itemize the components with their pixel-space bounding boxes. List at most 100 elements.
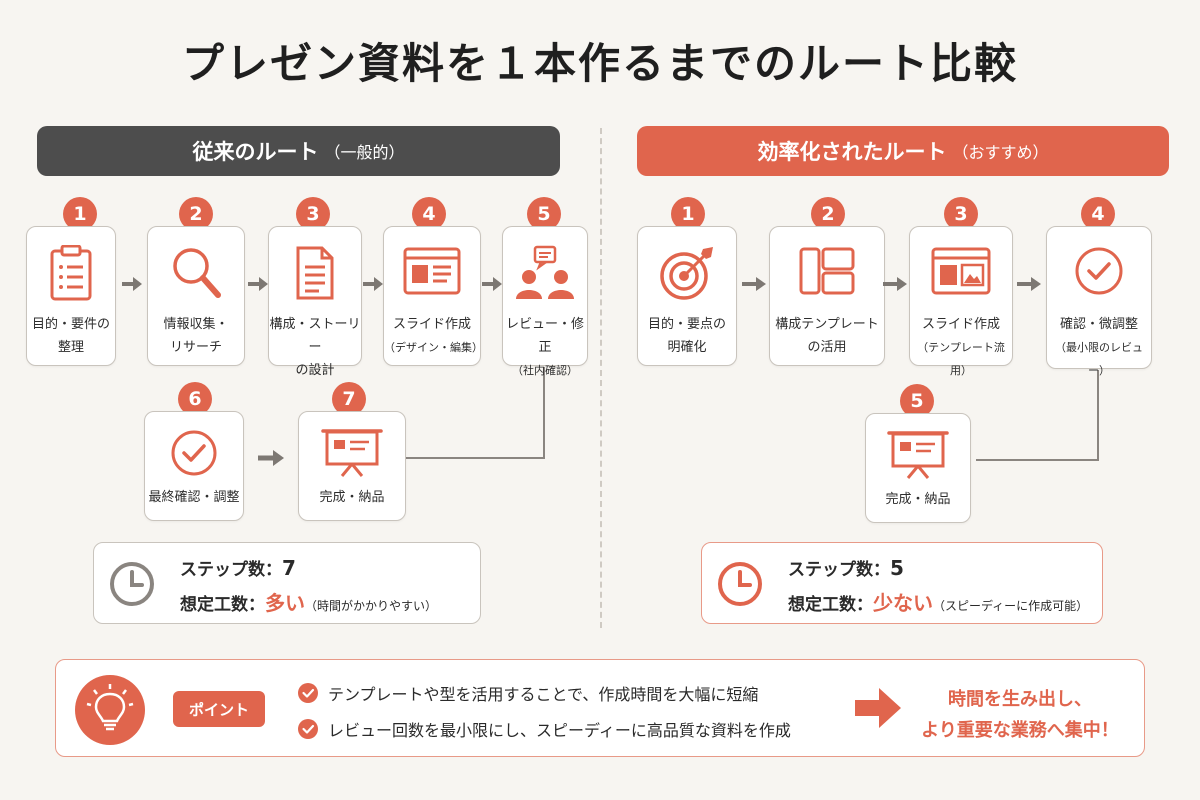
left-step-1-label2: 整理 [57, 340, 84, 355]
left-step-3-card: 構成・ストーリー の設計 [268, 226, 362, 378]
right-step-2-label2: の活用 [807, 340, 847, 355]
left-step-6-badge: 6 [178, 382, 212, 416]
left-step-2-badge: 2 [179, 197, 213, 231]
clipboard-icon [50, 245, 92, 301]
right-step-3-card: スライド作成 （テンプレート流用） [909, 226, 1013, 377]
right-step-5-badge: 5 [900, 384, 934, 418]
arrow-right-icon [883, 277, 907, 291]
right-step-2-label: 構成テンプレート [775, 317, 879, 332]
big-arrow-right-icon [855, 688, 901, 728]
left-route-header: 従来のルート （一般的） [37, 126, 560, 176]
right-summary-steps-label: ステップ数： [788, 560, 890, 580]
left-step-4-label2: （デザイン・編集） [384, 341, 483, 354]
document-icon [296, 246, 334, 300]
lightbulb-icon [75, 675, 145, 745]
right-summary-effort-label: 想定工数： [788, 595, 873, 615]
slide-image-icon [931, 247, 991, 295]
left-summary-box: ステップ数：7 想定工数：多い（時間がかかりやすい） [93, 542, 481, 624]
page-title: プレゼン資料を１本作るまでのルート比較 [181, 39, 1018, 88]
left-step-3-label2: の設計 [295, 363, 335, 378]
right-step-4-card: 確認・微調整 （最小限のレビュー） [1046, 226, 1152, 377]
right-step-1-label2: 明確化 [667, 340, 707, 355]
point-bullet-2-text: レビュー回数を最小限にし、スピーディーに高品質な資料を作成 [328, 721, 791, 740]
check-icon [298, 719, 318, 739]
right-summary-effort-note: （スピーディーに作成可能） [933, 599, 1089, 613]
right-route-header: 効率化されたルート （おすすめ） [637, 126, 1169, 176]
left-summary-steps-label: ステップ数： [180, 560, 282, 580]
arrow-right-icon [482, 277, 502, 291]
conclusion-line-2: より重要な業務へ集中！ [921, 720, 1119, 741]
right-route-header-title: 効率化されたルート [757, 140, 947, 164]
left-step-7-label: 完成・納品 [319, 490, 385, 505]
right-step-1-label: 目的・要点の [647, 317, 726, 332]
right-step-1-card: 目的・要点の 明確化 [637, 226, 737, 366]
left-route-header-sub: （一般的） [324, 143, 405, 162]
presentation-board-icon [321, 429, 383, 477]
right-step-3-label: スライド作成 [921, 317, 1000, 332]
target-icon [660, 247, 713, 300]
presentation-board-icon [887, 431, 949, 479]
magnifier-icon [173, 248, 221, 298]
left-step-5-label: レビュー・修正 [505, 317, 584, 355]
left-summary-steps-value: 7 [282, 556, 296, 580]
left-step-3-badge: 3 [296, 197, 330, 231]
left-step-7-card: 完成・納品 [298, 411, 406, 521]
right-summary-box: ステップ数：5 想定工数：少ない（スピーディーに作成可能） [701, 542, 1103, 624]
arrow-right-icon [122, 277, 142, 291]
right-step-3-label2: （テンプレート流用） [917, 341, 1005, 377]
left-step-1-badge: 1 [63, 197, 97, 231]
left-step-3-label: 構成・ストーリー [269, 317, 361, 355]
left-step-6-card: 最終確認・調整 [144, 411, 244, 521]
point-bullet-1: テンプレートや型を活用することで、作成時間を大幅に短縮 [298, 681, 758, 705]
conclusion-line-1: 時間を生み出し、 [948, 689, 1092, 710]
check-circle-icon [171, 430, 217, 476]
left-step-2-label2: リサーチ [169, 340, 222, 355]
people-discussion-icon [516, 245, 574, 299]
left-summary-effort-note: （時間がかかりやすい） [305, 599, 438, 613]
right-step-3-badge: 3 [944, 197, 978, 231]
right-route-header-sub: （おすすめ） [952, 143, 1049, 162]
right-step-5-card: 完成・納品 [865, 413, 971, 523]
left-summary-effort-label: 想定工数： [180, 595, 265, 615]
check-icon [298, 683, 318, 703]
conclusion-text: 時間を生み出し、 より重要な業務へ集中！ [900, 684, 1140, 746]
right-step-4-label: 確認・微調整 [1059, 317, 1138, 332]
right-step-5-label: 完成・納品 [885, 492, 951, 507]
left-step-5-card: レビュー・修正 （社内確認） [502, 226, 588, 377]
left-step-6-label: 最終確認・調整 [148, 490, 240, 505]
left-step-2-label: 情報収集・ [163, 317, 229, 332]
right-step-1-badge: 1 [671, 197, 705, 231]
arrow-right-icon [363, 277, 383, 291]
arrow-right-icon [248, 277, 268, 291]
left-step-7-badge: 7 [332, 382, 366, 416]
arrow-right-icon [742, 277, 766, 291]
left-route-header-title: 従来のルート [192, 140, 319, 164]
left-step-4-badge: 4 [412, 197, 446, 231]
left-step-1-card: 目的・要件の 整理 [26, 226, 116, 366]
left-step-4-card: スライド作成 （デザイン・編集） [383, 226, 483, 366]
arrow-right-icon [258, 450, 284, 466]
clock-icon [718, 562, 762, 606]
left-step-1-label: 目的・要件の [31, 317, 110, 332]
right-step-2-card: 構成テンプレート の活用 [769, 226, 885, 366]
left-summary-effort-value: 多い [265, 591, 305, 615]
slide-layout-icon [403, 247, 461, 295]
column-divider [600, 128, 602, 628]
right-summary-effort-value: 少ない [873, 591, 933, 615]
point-bullet-2: レビュー回数を最小限にし、スピーディーに高品質な資料を作成 [298, 717, 791, 741]
point-bullet-1-text: テンプレートや型を活用することで、作成時間を大幅に短縮 [328, 685, 759, 704]
left-step-5-label2: （社内確認） [512, 364, 578, 377]
right-step-4-badge: 4 [1081, 197, 1115, 231]
arrow-right-icon [1017, 277, 1041, 291]
right-step-4-label2: （最小限のレビュー） [1055, 341, 1143, 377]
left-step-5-badge: 5 [527, 197, 561, 231]
left-step-4-label: スライド作成 [392, 317, 471, 332]
clock-icon [110, 562, 154, 606]
template-blocks-icon [799, 247, 855, 295]
point-label: ポイント [173, 691, 265, 727]
right-step-2-badge: 2 [811, 197, 845, 231]
left-step-2-card: 情報収集・ リサーチ [147, 226, 245, 366]
right-summary-steps-value: 5 [890, 556, 904, 580]
check-circle-icon [1075, 247, 1123, 295]
